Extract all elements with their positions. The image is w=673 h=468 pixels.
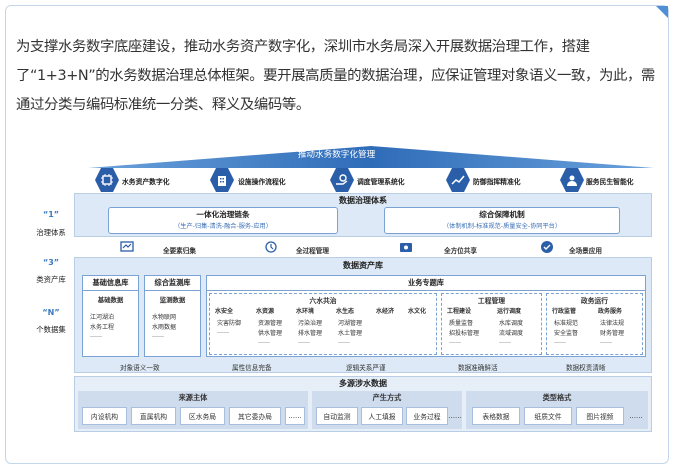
corner-accent [656, 6, 668, 18]
intro-paragraph: 为支撑水务数字底座建设，推动水务资产数字化，深圳市水务局深入开展数据治理工作，搭… [16, 39, 655, 113]
